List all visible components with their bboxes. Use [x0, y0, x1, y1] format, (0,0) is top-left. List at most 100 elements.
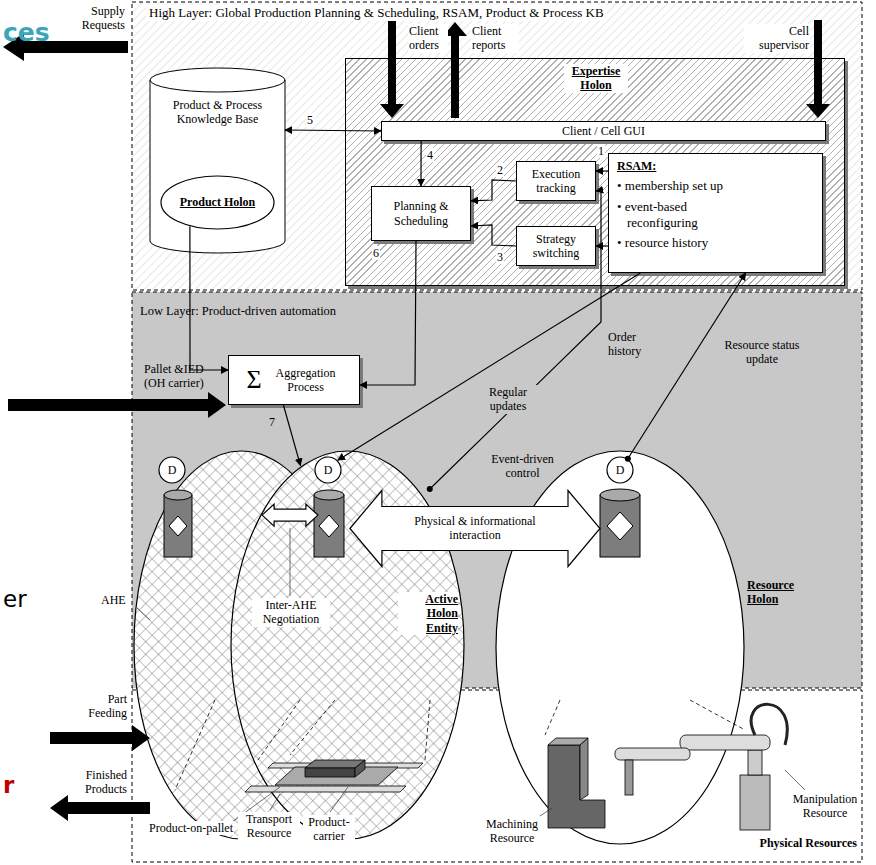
node-text: Active Holon Entity [398, 592, 458, 635]
flow-label: Client orders [408, 24, 448, 53]
node-text: AHE [101, 593, 126, 607]
flow-label-slot: Part Feeding [76, 692, 128, 721]
process-box: Planning & Scheduling [371, 186, 471, 241]
flow-label-slot: Supply Requests [60, 4, 126, 33]
flow-label-slot: Cell supervisor [744, 24, 810, 53]
flow-label: Part Feeding [76, 692, 128, 721]
machining-resource [548, 738, 605, 828]
shape-outline [230, 450, 465, 840]
robot-column [748, 750, 762, 775]
node-text: Expertise Holon [564, 64, 628, 93]
flow-label: Finished Products [70, 768, 128, 797]
diamond [607, 512, 633, 540]
part-label-slot: Transport Resource [238, 812, 300, 841]
node-text: High Layer: Global Production Planning &… [146, 5, 607, 21]
connector [596, 170, 608, 171]
edge-label-slot: 5 [306, 113, 320, 128]
ellipse-outline [159, 457, 185, 483]
product-carrier [275, 767, 398, 785]
double-arrow [350, 491, 600, 567]
ahe-database [164, 490, 192, 557]
robot-forearm [615, 748, 690, 760]
cone-lines [175, 700, 745, 790]
edge-label-slot: 3 [496, 250, 506, 265]
cone-line [175, 700, 215, 790]
connector [360, 241, 416, 385]
slide-fragment-slot: ces [2, 18, 51, 48]
cone-line [290, 700, 335, 755]
flow-label-slot: Finished Products [70, 768, 128, 797]
edge-label: Inter-AHE Negotiation [252, 598, 330, 627]
connector [430, 190, 601, 489]
edge-label: 3 [496, 250, 504, 264]
expertise-holon-box: Expertise HolonClient / Cell GUI Executio… [345, 58, 845, 286]
edge-label-slot: 1 [597, 144, 606, 159]
flow-label: Pallet &IED (OH carrier) [143, 362, 213, 391]
cylinder-body [164, 495, 192, 557]
slide-fragment-slot: er [2, 586, 28, 614]
leader-line [785, 770, 805, 790]
connector [471, 180, 516, 201]
node-text: Low Layer: Product-driven automation [140, 304, 336, 319]
rail [268, 763, 423, 768]
part-label: Product-carrier [303, 815, 355, 844]
cylinder-top [164, 490, 192, 500]
holon-ellipse: Active Holon Entity D [230, 450, 465, 840]
node-text: Aggregation Process [270, 366, 342, 395]
flow-label: Supply Requests [60, 4, 126, 33]
edge-label: 5 [306, 113, 314, 127]
flow-label: Client reports [471, 24, 519, 53]
node-text: Resource Holon [747, 578, 809, 607]
cylinder-outline [150, 68, 285, 253]
connector [596, 245, 608, 246]
part-label: Manipulation Resource [790, 792, 860, 821]
edge-label: Regular updates [478, 385, 538, 414]
cone-line [258, 700, 300, 760]
node-text: Physical Resources [752, 836, 857, 850]
ellipse-outline [231, 451, 464, 839]
active-database [314, 490, 344, 557]
part-label-slot: Machining Resource [478, 817, 546, 846]
d-circle: D [158, 456, 186, 484]
finished-products-arrow [50, 795, 150, 821]
leader-line [137, 608, 150, 620]
robot-arm [680, 735, 770, 750]
slide-fragment: ces [2, 18, 51, 48]
machine-side [580, 738, 588, 800]
edge-label-slot: Physical & informational interaction [400, 514, 550, 543]
callout-number: 6 [372, 246, 380, 260]
cone-line [425, 700, 430, 760]
machine-top [548, 738, 588, 745]
d-circle: D [606, 456, 634, 484]
part-label-slot: Manipulation Resource [790, 792, 860, 821]
flow-label-slot: Client reports [471, 24, 519, 53]
machine-block [548, 745, 605, 828]
edge-label: 1 [597, 144, 605, 158]
node-text: D [616, 463, 625, 477]
process-box: Execution tracking [516, 161, 596, 201]
leader-line [270, 794, 280, 810]
node-text: D [168, 463, 177, 477]
flow-label-slot: Client orders [408, 24, 448, 53]
edge-label: Order history [607, 330, 659, 359]
ellipse-outline [607, 457, 633, 483]
process-box: Strategy switching [516, 226, 596, 266]
leader-line [330, 787, 348, 812]
edge-label-slot: 7 [268, 415, 278, 430]
part-label: Product-on-pallet [148, 821, 234, 835]
node-text: Strategy switching [517, 232, 595, 261]
rsam-box: RSAM:• membership set up• event-based re… [608, 153, 823, 273]
connector [338, 273, 641, 460]
slide-fragment-slot: r [2, 772, 15, 800]
ellipse-outline [496, 451, 744, 844]
holon-ellipse: Resource HolonD [495, 450, 745, 845]
node-text: D [324, 463, 333, 477]
part-label-slot: Product-carrier [303, 815, 355, 844]
edge-label-slot: Resource status update [722, 338, 802, 367]
double-arrow [262, 504, 318, 526]
diamond [319, 515, 339, 537]
gui-bar: Client / Cell GUI [381, 121, 826, 141]
edge-label-slot: Order history [607, 330, 659, 359]
product-front [305, 768, 355, 777]
